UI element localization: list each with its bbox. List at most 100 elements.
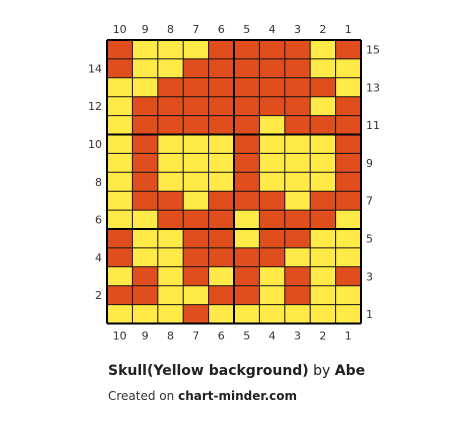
- column-number-label: 8: [167, 23, 174, 36]
- grid-cell: [132, 153, 158, 173]
- column-number-label: 2: [319, 330, 326, 343]
- grid-cell: [157, 134, 184, 154]
- grid-cell: [259, 96, 285, 116]
- grid-cell: [284, 266, 311, 286]
- column-number-label: 10: [113, 23, 127, 36]
- grid-cell: [208, 134, 234, 154]
- column-number-label: 1: [345, 330, 352, 343]
- grid-cell: [132, 134, 158, 154]
- grid-cell: [208, 247, 234, 267]
- grid-cell: [234, 191, 260, 211]
- grid-cell: [157, 266, 184, 286]
- grid-cell: [107, 191, 133, 211]
- grid-cell: [208, 229, 234, 248]
- grid-cell: [157, 40, 184, 59]
- row-number-label-right: 15: [366, 43, 380, 56]
- grid-cell: [234, 77, 260, 97]
- grid-cell: [107, 304, 133, 324]
- grid-cell: [259, 153, 285, 173]
- column-number-label: 4: [269, 23, 276, 36]
- grid-cell: [234, 40, 260, 59]
- column-number-label: 2: [319, 23, 326, 36]
- grid-cell: [157, 115, 184, 135]
- grid-cell: [310, 210, 336, 229]
- grid-cell: [284, 247, 311, 267]
- grid-cell: [234, 96, 260, 116]
- row-number-label-right: 11: [366, 119, 380, 132]
- grid-cell: [234, 172, 260, 192]
- grid-cell: [157, 191, 184, 211]
- grid-cell: [310, 153, 336, 173]
- grid-cell: [107, 96, 133, 116]
- grid-cell: [183, 77, 209, 97]
- grid-cell: [335, 77, 361, 97]
- grid-cell: [310, 115, 336, 135]
- column-number-label: 3: [294, 330, 301, 343]
- grid-cell: [157, 58, 184, 78]
- column-number-label: 7: [192, 23, 199, 36]
- grid-cell: [284, 229, 311, 248]
- grid-cell: [107, 40, 133, 59]
- grid-cell: [335, 153, 361, 173]
- grid-cell: [259, 40, 285, 59]
- grid-cell: [310, 191, 336, 211]
- grid-cell: [208, 58, 234, 78]
- grid-cell: [183, 285, 209, 305]
- grid-cell: [208, 96, 234, 116]
- grid-cell: [183, 115, 209, 135]
- grid-cells: [107, 40, 361, 324]
- grid-cell: [234, 304, 260, 324]
- grid-cell: [310, 77, 336, 97]
- grid-cell: [310, 96, 336, 116]
- grid-cell: [157, 304, 184, 324]
- grid-cell: [208, 285, 234, 305]
- grid-cell: [107, 58, 133, 78]
- grid-cell: [132, 229, 158, 248]
- grid-cell: [335, 266, 361, 286]
- grid-cell: [310, 266, 336, 286]
- grid-cell: [234, 210, 260, 229]
- grid-cell: [157, 153, 184, 173]
- grid-cell: [183, 229, 209, 248]
- grid-cell: [208, 153, 234, 173]
- grid-cell: [157, 172, 184, 192]
- grid-lines: [106, 39, 362, 325]
- grid-cell: [284, 58, 311, 78]
- grid-cell: [107, 115, 133, 135]
- grid-cell: [132, 210, 158, 229]
- grid-cell: [259, 247, 285, 267]
- grid-cell: [284, 191, 311, 211]
- grid-cell: [107, 229, 133, 248]
- grid-cell: [284, 134, 311, 154]
- grid-cell: [208, 172, 234, 192]
- column-number-label: 6: [218, 330, 225, 343]
- grid-cell: [310, 285, 336, 305]
- column-number-label: 4: [269, 330, 276, 343]
- grid-cell: [208, 210, 234, 229]
- row-number-label-left: 4: [95, 251, 102, 264]
- grid-cell: [234, 134, 260, 154]
- grid-cell: [234, 115, 260, 135]
- row-number-label-left: 14: [88, 62, 102, 75]
- grid-cell: [183, 210, 209, 229]
- grid-cell: [132, 115, 158, 135]
- grid-cell: [284, 153, 311, 173]
- grid-cell: [284, 115, 311, 135]
- column-number-label: 6: [218, 23, 225, 36]
- grid-cell: [234, 266, 260, 286]
- grid-cell: [335, 304, 361, 324]
- column-number-label: 5: [243, 330, 250, 343]
- grid-cell: [234, 247, 260, 267]
- row-number-label-right: 9: [366, 157, 373, 170]
- row-number-label-left: 12: [88, 100, 102, 113]
- row-number-label-right: 3: [366, 270, 373, 283]
- column-number-label: 9: [142, 330, 149, 343]
- grid-cell: [107, 77, 133, 97]
- grid-cell: [132, 285, 158, 305]
- grid-cell: [208, 266, 234, 286]
- grid-cell: [183, 153, 209, 173]
- column-number-label: 1: [345, 23, 352, 36]
- grid-cell: [157, 96, 184, 116]
- grid-cell: [259, 210, 285, 229]
- grid-cell: [132, 247, 158, 267]
